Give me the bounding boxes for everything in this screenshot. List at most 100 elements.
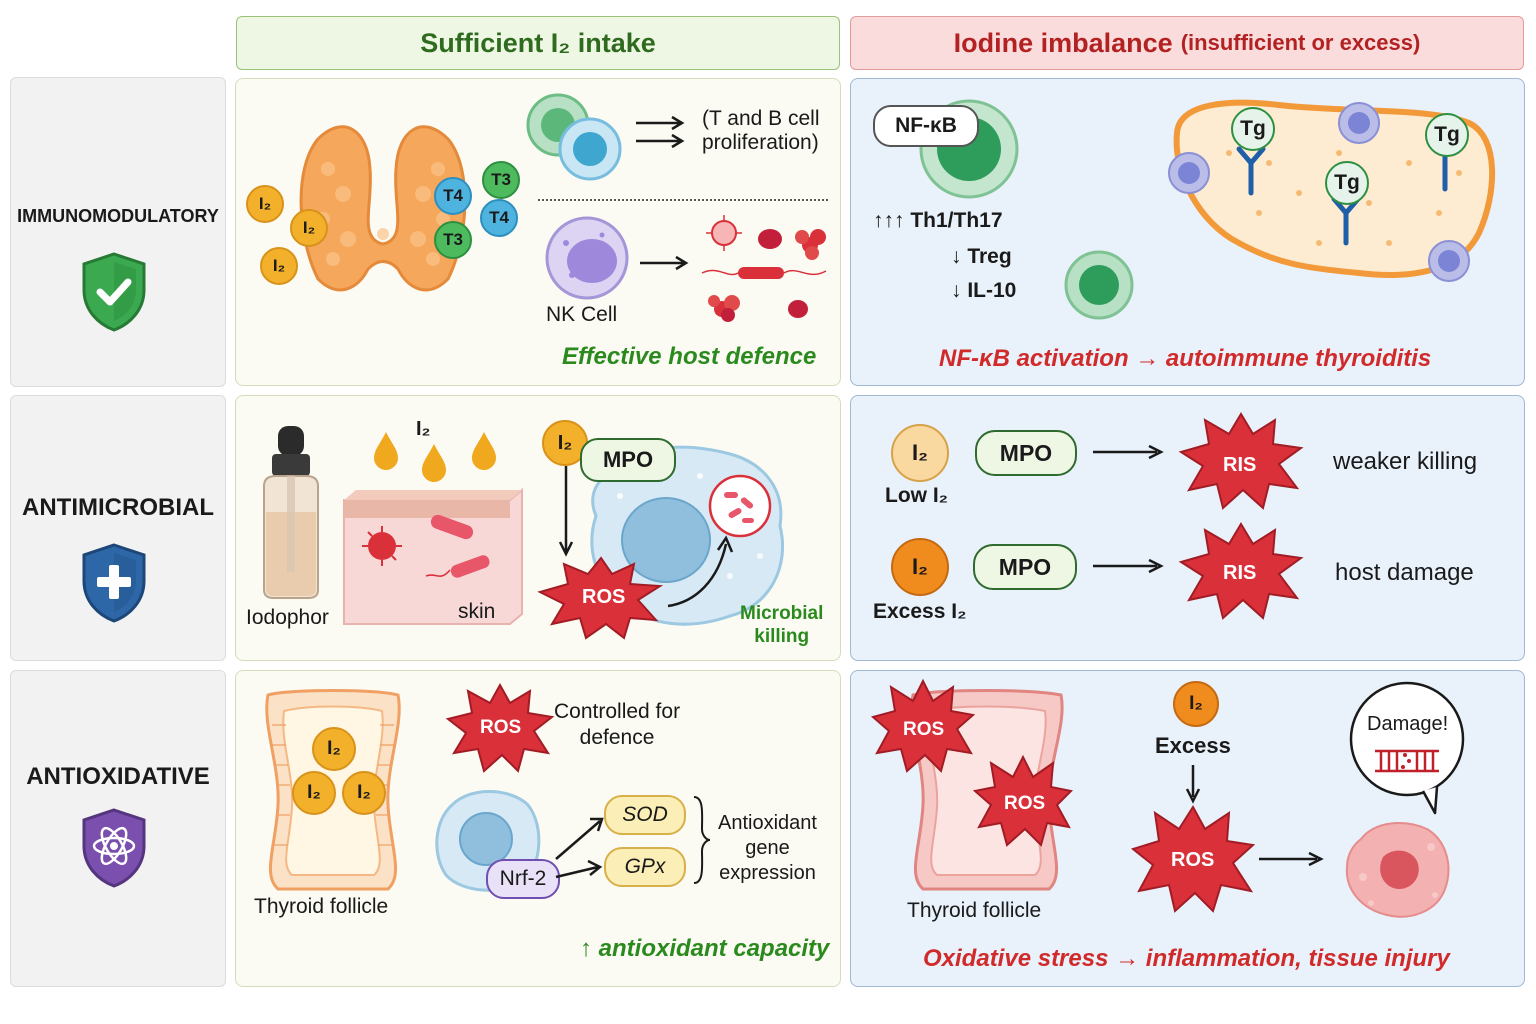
thyroid-follicle-label: Thyroid follicle xyxy=(254,895,389,918)
gpx-pill: GPx xyxy=(604,847,686,887)
arrow-to-pathogens xyxy=(640,255,689,271)
header-imbalance-main: Iodine imbalance xyxy=(953,27,1173,58)
ris-burst-icon xyxy=(1178,412,1304,510)
thyroglobulin-badge: Tg xyxy=(1325,161,1369,205)
mpo-pill: MPO xyxy=(580,438,676,482)
ris-label-excess: RIS xyxy=(1223,562,1257,584)
excess-iodine-label: Excess I₂ xyxy=(873,600,967,623)
shield-plus-icon xyxy=(82,543,146,623)
iodine-badge: I₂ xyxy=(312,727,356,771)
caption-antioxidant-capacity: ↑ antioxidant capacity xyxy=(580,935,830,962)
t3-hormone-badge: T3 xyxy=(434,221,472,259)
pathogens-illustration xyxy=(701,215,827,322)
divider xyxy=(538,199,828,201)
row-label-antimicrobial: ANTIMICROBIAL xyxy=(10,395,226,661)
panel-immuno-sufficient: I₂ I₂ I₂ T4 T3 T4 T3 (T and B cell proli… xyxy=(235,78,841,386)
proliferation-label: (T and B cell proliferation) xyxy=(702,107,820,154)
iodine-badge: I₂ xyxy=(246,185,284,223)
mpo-pill-low: MPO xyxy=(975,430,1077,476)
low-iodine-badge: I₂ xyxy=(891,424,949,482)
speech-bubble-illustration xyxy=(1349,681,1465,815)
caption-effective-host-defence: Effective host defence xyxy=(562,343,817,370)
nfkb-pill: NF-κB xyxy=(873,105,979,147)
t4-hormone-badge: T4 xyxy=(434,177,472,215)
il10-label: ↓ IL-10 xyxy=(951,279,1017,302)
caption-nfkb-activation: NF-κB activation → autoimmune thyroiditi… xyxy=(939,345,1432,372)
header-imbalance-sub: (insufficient or excess) xyxy=(1180,30,1421,55)
arrows-nrf2-to-enzymes xyxy=(555,817,604,879)
ros-burst-icon xyxy=(972,754,1074,847)
excess-iodine-badge: I₂ xyxy=(891,538,949,596)
iodine-label: I₂ xyxy=(416,418,431,440)
sod-pill: SOD xyxy=(604,795,686,835)
host-damage-label: host damage xyxy=(1335,559,1474,586)
ris-burst-icon xyxy=(1178,522,1304,620)
iodophor-bottle-illustration xyxy=(263,426,319,599)
arrows-to-proliferation xyxy=(636,115,685,149)
arrow-ros-to-killing xyxy=(667,535,734,608)
ros-burst-icon xyxy=(870,678,976,773)
thyroid-follicle-label: Thyroid follicle xyxy=(907,899,1042,922)
ros-label: ROS xyxy=(582,586,626,608)
header-iodine-imbalance: Iodine imbalance (insufficient or excess… xyxy=(850,16,1524,70)
t4-hormone-badge: T4 xyxy=(480,199,518,237)
header-sufficient-intake: Sufficient I₂ intake xyxy=(236,16,840,70)
row-title-immunomodulatory: IMMUNOMODULATORY xyxy=(17,206,219,226)
green-cell-illustration xyxy=(1064,250,1134,320)
thyroglobulin-badge: Tg xyxy=(1231,107,1275,151)
iodine-drops-illustration xyxy=(374,432,496,482)
weaker-killing-label: weaker killing xyxy=(1333,448,1478,475)
damaged-cell-illustration xyxy=(1345,822,1450,918)
row-label-immunomodulatory: IMMUNOMODULATORY xyxy=(10,77,226,387)
brace-icon xyxy=(693,796,711,884)
panel-immuno-imbalance: NF-κB ↑↑↑ Th1/Th17 ↓ Treg ↓ IL-10 Tg Tg … xyxy=(850,78,1525,386)
nk-cell-illustration xyxy=(545,216,629,300)
shield-check-icon xyxy=(82,252,146,332)
controlled-for-defence-label: Controlled for defence xyxy=(554,700,681,749)
iodine-badge: I₂ xyxy=(260,247,298,285)
row-title-antimicrobial: ANTIMICROBIAL xyxy=(22,494,214,521)
skin-label: skin xyxy=(458,600,496,623)
microbial-killing-label: Microbial killing xyxy=(740,603,824,647)
ros-label: ROS xyxy=(1004,793,1046,814)
antioxidant-gene-expression-label: Antioxidant gene expression xyxy=(718,812,817,884)
excess-iodine-badge: I₂ xyxy=(1173,681,1219,727)
damage-label: Damage! xyxy=(1367,713,1449,735)
excess-label: Excess xyxy=(1155,733,1231,758)
panel-antimicro-sufficient: Iodophor I₂ skin I₂ MPO ROS Microbial ki… xyxy=(235,395,841,661)
caption-oxidative-stress: Oxidative stress → inflammation, tissue … xyxy=(923,945,1450,972)
iodine-badge: I₂ xyxy=(290,209,328,247)
th1-th17-label: ↑↑↑ Th1/Th17 xyxy=(873,209,1003,232)
lymphocyte-cells-illustration xyxy=(526,93,622,181)
iodine-badge: I₂ xyxy=(342,771,386,815)
arrow-low-to-ris xyxy=(1093,444,1164,460)
ros-label: ROS xyxy=(480,717,522,738)
ros-burst-icon xyxy=(445,682,555,773)
header-sufficient-text: Sufficient I₂ intake xyxy=(420,27,656,58)
arrow-ros-to-damage xyxy=(1259,851,1324,867)
row-label-antioxidative: ANTIOXIDATIVE xyxy=(10,670,226,987)
ris-label-low: RIS xyxy=(1223,454,1257,476)
ros-burst-icon xyxy=(537,556,664,640)
arrow-excess-to-ris xyxy=(1093,558,1164,574)
mpo-pill-excess: MPO xyxy=(973,544,1077,590)
treg-label: ↓ Treg xyxy=(951,245,1012,268)
thyroglobulin-badge: Tg xyxy=(1425,113,1469,157)
panel-antiox-imbalance: ROS ROS Thyroid follicle I₂ Excess ROS D… xyxy=(850,670,1525,987)
arrow-i2-to-ros xyxy=(558,466,574,557)
ros-label: ROS xyxy=(1171,849,1215,871)
ros-label: ROS xyxy=(903,719,945,740)
iodine-badge: I₂ xyxy=(292,771,336,815)
low-iodine-label: Low I₂ xyxy=(885,484,948,507)
panel-antiox-sufficient: I₂ I₂ I₂ Thyroid follicle ROS Controlled… xyxy=(235,670,841,987)
nk-cell-label: NK Cell xyxy=(546,303,618,326)
row-title-antioxidative: ANTIOXIDATIVE xyxy=(26,763,210,790)
ros-burst-icon xyxy=(1130,805,1256,913)
shield-atom-icon xyxy=(82,808,146,888)
t3-hormone-badge: T3 xyxy=(482,161,520,199)
skin-layer-illustration xyxy=(343,487,523,625)
nrf2-pill: Nrf-2 xyxy=(486,859,560,899)
phagocyte-illustration xyxy=(590,445,785,626)
panel-antimicro-imbalance: I₂ Low I₂ MPO RIS weaker killing I₂ Exce… xyxy=(850,395,1525,661)
arrow-excess-to-ros xyxy=(1185,765,1201,804)
